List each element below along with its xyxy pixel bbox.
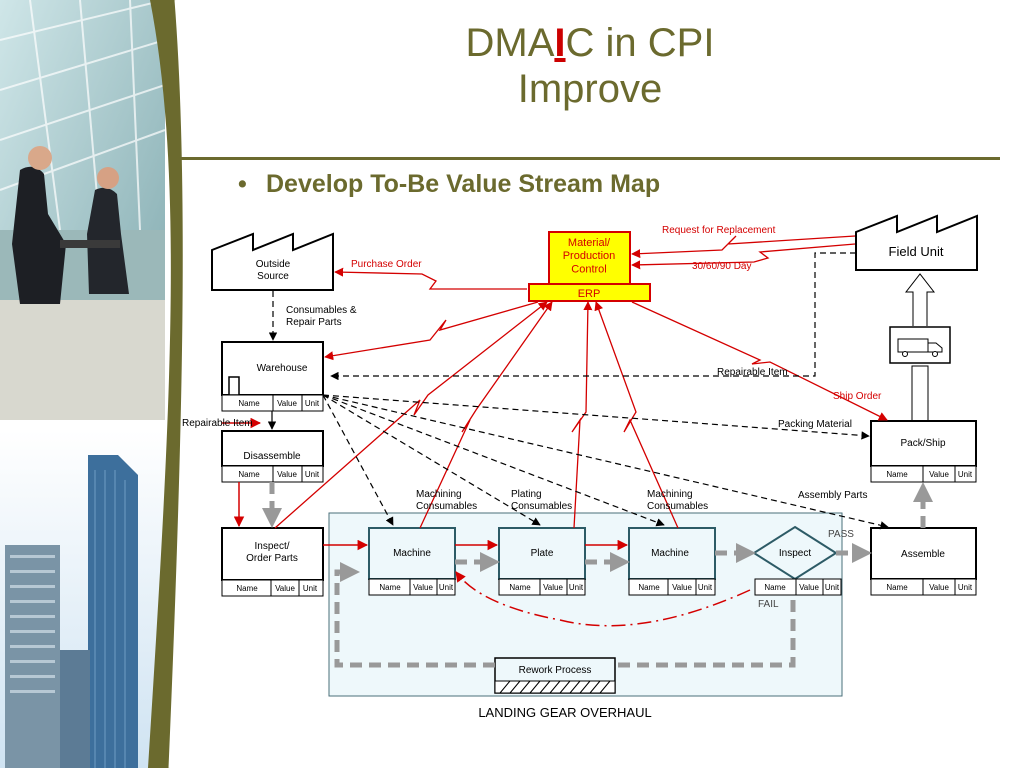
warehouse-data-box: Name Value Unit [221, 394, 324, 412]
title-pre: DMA [465, 21, 555, 65]
plate-label: Plate [531, 548, 554, 559]
bullet-item: • Develop To-Be Value Stream Map [238, 170, 660, 199]
request-replacement-label: Request for Replacement [662, 225, 776, 236]
field-unit-label: Field Unit [889, 244, 944, 259]
bullet-dot-icon: • [238, 170, 247, 198]
sidebar-photo-collage [0, 0, 165, 768]
assembly-parts-label: Assembly Parts [798, 490, 867, 501]
disassemble-label: Disassemble [243, 451, 301, 462]
data-name-cell: Name [509, 583, 531, 592]
data-name-cell: Name [236, 584, 258, 593]
data-unit-cell: Unit [698, 583, 713, 592]
material-flows [268, 252, 889, 530]
assemble-label: Assemble [901, 549, 945, 560]
data-name-cell: Name [379, 583, 401, 592]
inspect-data-box: Name Value Unit [754, 578, 842, 596]
data-name-cell: Name [886, 470, 908, 479]
shipment-arrow-lower [911, 365, 929, 422]
warehouse-door-icon [228, 376, 240, 396]
outside-source-icon [211, 232, 334, 291]
repairable-item-right-label: Repairable Item [717, 367, 788, 378]
inspect-order-box [221, 527, 324, 581]
office-photo [0, 0, 165, 420]
city-skyline-photo [0, 430, 165, 768]
ship-order-label: Ship Order [833, 391, 882, 402]
title-post: C in CPI [565, 21, 715, 65]
inspect-order-label: Inspect/Order Parts [246, 541, 298, 564]
data-value-cell: Value [929, 583, 949, 592]
machine-2-label: Machine [651, 548, 689, 559]
plate-data-box: Name Value Unit [498, 578, 586, 596]
red-info-arrows [274, 235, 888, 529]
field-unit-icon [855, 214, 978, 271]
data-name-cell: Name [638, 583, 660, 592]
rework-hatch [494, 680, 616, 694]
red-flow-lines [222, 417, 751, 627]
data-unit-cell: Unit [305, 470, 320, 479]
title-highlight-letter: I [554, 21, 566, 65]
bullet-text: Develop To-Be Value Stream Map [266, 170, 661, 198]
machine-1-label: Machine [393, 548, 431, 559]
pass-label: PASS [828, 529, 854, 540]
machine-2-box [628, 527, 716, 580]
machine-1-box [368, 527, 456, 580]
machine-2-data-box: Name Value Unit [628, 578, 716, 596]
data-unit-cell: Unit [439, 583, 454, 592]
data-value-cell: Value [277, 470, 297, 479]
data-name-cell: Name [238, 470, 260, 479]
region-label: LANDING GEAR OVERHAUL [478, 705, 651, 720]
data-value-cell: Value [543, 583, 563, 592]
data-name-cell: Name [886, 583, 908, 592]
erp-box [528, 283, 651, 302]
data-value-cell: Value [275, 584, 295, 593]
data-value-cell: Value [672, 583, 692, 592]
day-30-60-90-label: 30/60/90 Day [692, 261, 752, 272]
data-value-cell: Value [277, 399, 297, 408]
repairable-item-left-label: Repairable Item [182, 418, 253, 429]
consumables-repair-label: Consumables &Repair Parts [286, 305, 357, 328]
rework-label: Rework Process [519, 665, 592, 676]
title-line-1: DMAIC in CPI [360, 20, 820, 66]
warehouse-label: Warehouse [257, 363, 308, 374]
truck-icon [897, 338, 943, 357]
data-unit-cell: Unit [569, 583, 584, 592]
fail-label: FAIL [758, 599, 779, 610]
title-line-2: Improve [517, 67, 663, 111]
purchase-order-label: Purchase Order [351, 259, 422, 270]
data-value-cell: Value [413, 583, 433, 592]
shipment-arrow-upper [904, 273, 936, 326]
title-underline [170, 157, 1000, 160]
packship-data-box: Name Value Unit [870, 465, 977, 483]
inspect-order-data-box: Name Value Unit [221, 579, 324, 597]
data-name-cell: Name [764, 583, 786, 592]
data-unit-cell: Unit [958, 583, 973, 592]
data-value-cell: Value [799, 583, 819, 592]
push-arrows [262, 482, 933, 668]
data-unit-cell: Unit [958, 470, 973, 479]
inspect-label: Inspect [779, 548, 811, 559]
packing-material-label: Packing Material [778, 419, 852, 430]
disassemble-data-box: Name Value Unit [221, 465, 324, 483]
data-name-cell: Name [238, 399, 260, 408]
erp-label: ERP [578, 288, 601, 300]
assemble-data-box: Name Value Unit [870, 578, 977, 596]
packship-label: Pack/Ship [900, 438, 945, 449]
data-unit-cell: Unit [303, 584, 318, 593]
data-unit-cell: Unit [305, 399, 320, 408]
data-unit-cell: Unit [825, 583, 840, 592]
mpc-box [548, 231, 631, 285]
data-value-cell: Value [929, 470, 949, 479]
machine-1-data-box: Name Value Unit [368, 578, 456, 596]
